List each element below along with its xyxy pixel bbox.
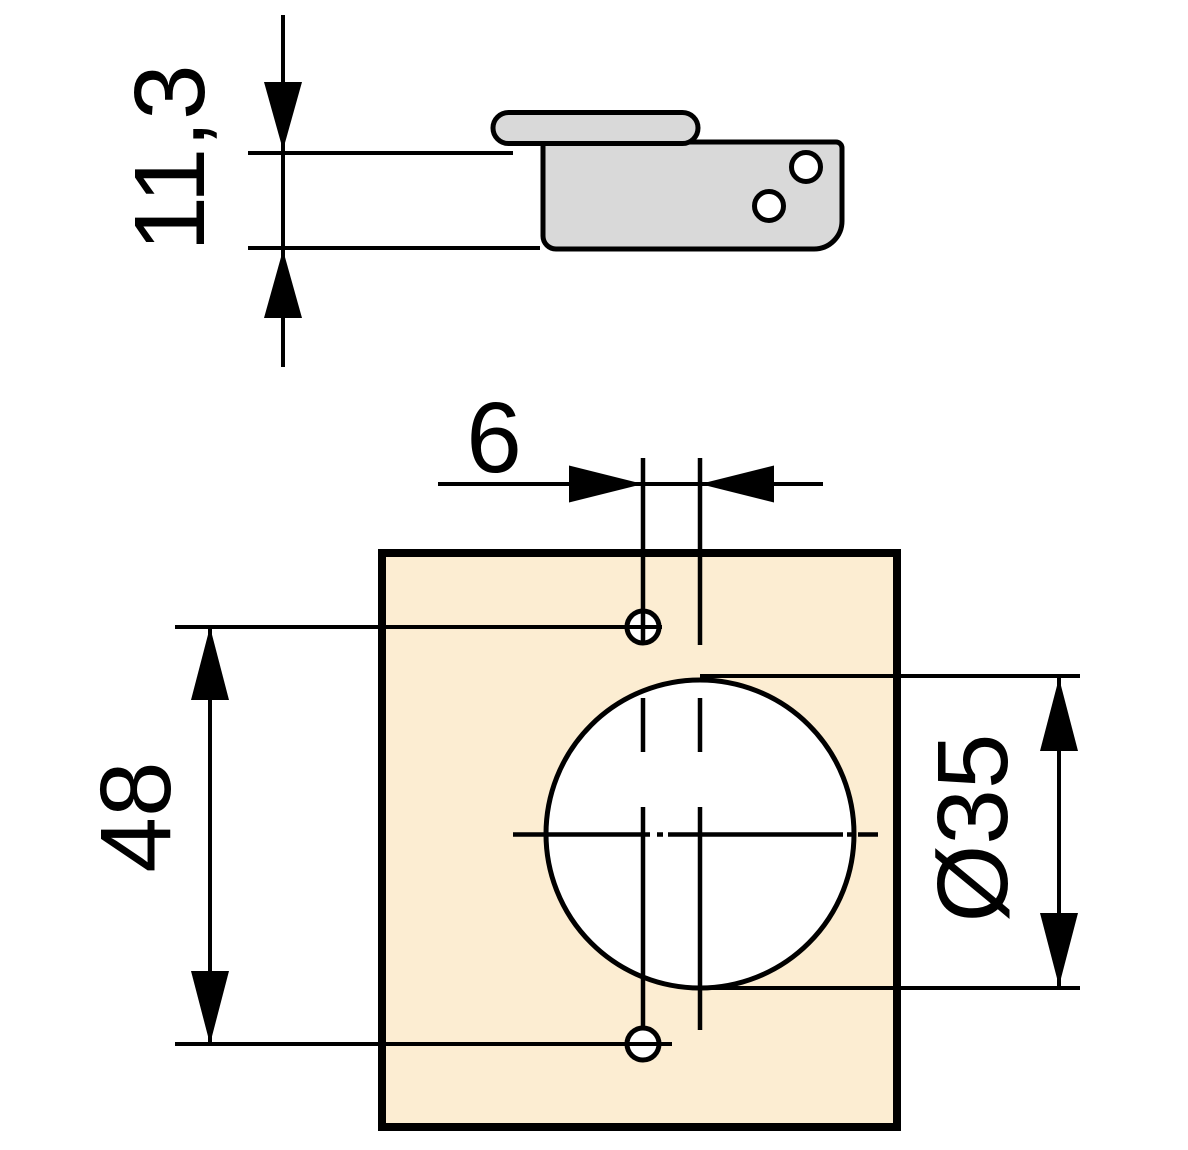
hinge-flange [490, 110, 701, 146]
depth-label: 11,3 [114, 64, 226, 251]
spacing-label: 48 [80, 761, 192, 872]
flange-hole-upper [789, 150, 823, 184]
front-view-panel [378, 458, 901, 1131]
side-view-hinge [490, 110, 845, 252]
depth-arrow-up-icon [264, 250, 302, 318]
diameter-arrow-up-icon [1040, 678, 1078, 751]
flange-hole-lower [752, 189, 786, 223]
offset-arrow-left-icon [700, 465, 774, 503]
diameter-label: Ø35 [917, 733, 1029, 922]
depth-arrow-down-icon [264, 82, 302, 150]
offset-label: 6 [466, 382, 522, 494]
spacing-arrow-down-icon [191, 971, 229, 1044]
offset-dimension: 6 [438, 382, 823, 503]
diameter-dimension: Ø35 [697, 674, 1080, 990]
spacing-arrow-up-icon [191, 627, 229, 700]
depth-dimension: 11,3 [114, 15, 540, 367]
offset-arrow-right-icon [569, 465, 643, 503]
spacing-dimension: 48 [80, 625, 672, 1046]
diameter-arrow-down-icon [1040, 913, 1078, 986]
